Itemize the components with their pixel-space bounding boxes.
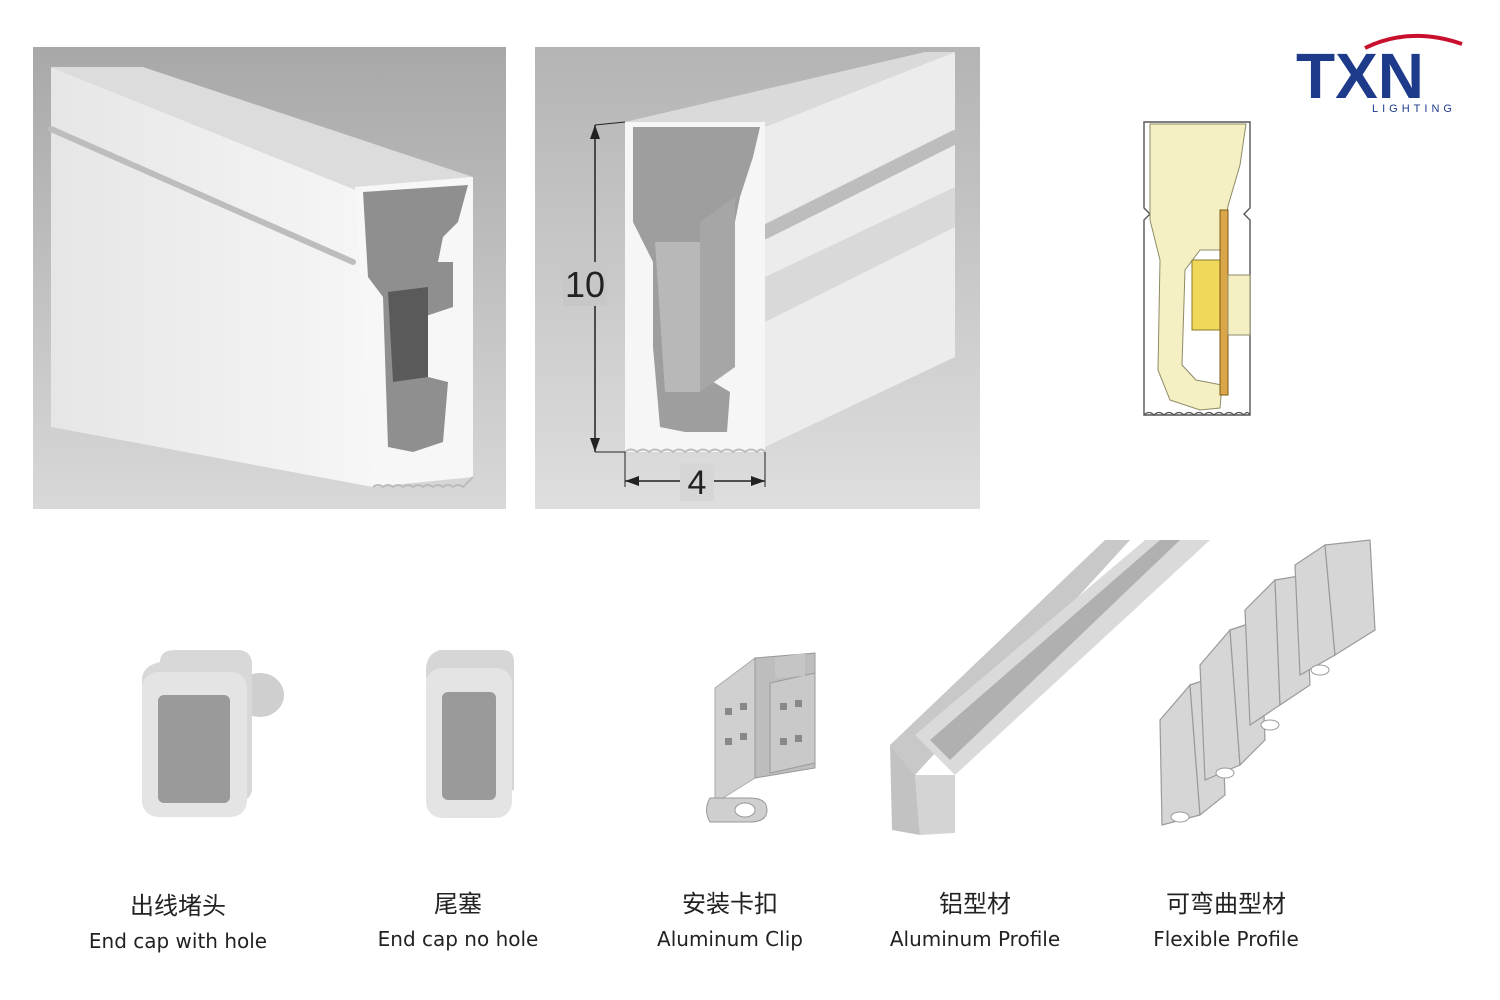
caption-zh: 安装卡扣 <box>682 890 778 918</box>
caption-flexible-profile: 可弯曲型材 Flexible Profile <box>1116 884 1336 951</box>
height-value: 10 <box>565 264 605 305</box>
flexible-profile-image <box>1150 535 1380 830</box>
cross-section-diagram <box>1130 110 1270 460</box>
caption-en: End cap with hole <box>88 929 268 953</box>
txn-logo: TXN LIGHTING <box>1290 26 1470 116</box>
pcb-strip <box>1219 209 1229 396</box>
end-cap-with-hole-image <box>120 640 290 830</box>
caption-end-cap-with-hole: 出线堵头 End cap with hole <box>68 886 288 953</box>
aluminum-profile-image <box>880 535 1220 840</box>
caption-en: End cap no hole <box>377 927 539 951</box>
caption-zh: 铝型材 <box>939 890 1011 918</box>
profile-render-dimensions: 10 4 <box>535 47 980 509</box>
caption-zh: 尾塞 <box>434 890 482 918</box>
caption-aluminum-clip: 安装卡扣 Aluminum Clip <box>620 884 840 951</box>
caption-end-cap-no-hole: 尾塞 End cap no hole <box>348 884 568 951</box>
caption-en: Aluminum Clip <box>657 927 803 951</box>
logo-brand: TXN <box>1296 40 1424 112</box>
end-cap-no-hole-image <box>410 640 520 830</box>
caption-en: Aluminum Profile <box>889 927 1061 951</box>
led-chip <box>1191 259 1221 331</box>
caption-aluminum-profile: 铝型材 Aluminum Profile <box>865 884 1085 951</box>
logo-sub: LIGHTING <box>1372 103 1456 115</box>
caption-en: Flexible Profile <box>1153 927 1299 951</box>
aluminum-clip-image <box>695 648 825 828</box>
logo-swoosh <box>1364 33 1463 50</box>
caption-zh: 可弯曲型材 <box>1166 890 1286 918</box>
caption-zh: 出线堵头 <box>130 892 226 920</box>
profile-render-left <box>33 47 506 509</box>
width-value: 4 <box>688 464 707 502</box>
